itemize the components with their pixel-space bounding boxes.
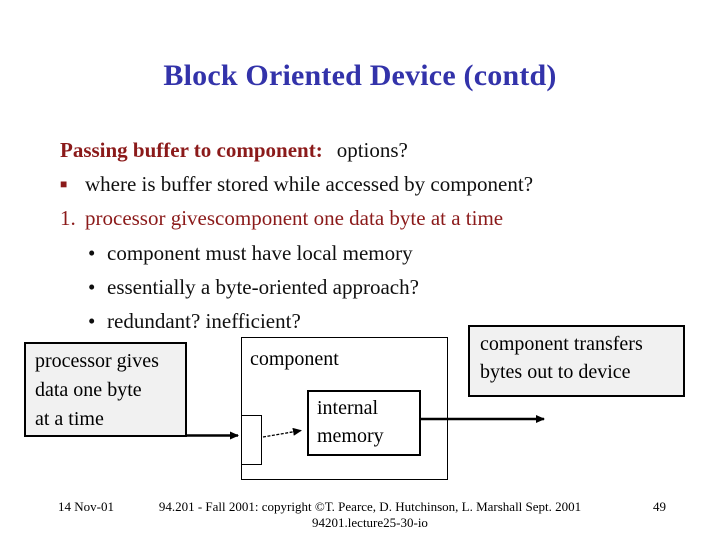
processor-box: processor gives data one byte at a time <box>24 342 187 437</box>
internal-memory-line: internal <box>317 397 379 419</box>
square-bullet-icon: ■ <box>60 177 68 192</box>
sub-bullet-line: • component must have local memory <box>88 236 710 270</box>
slide-title: Block Oriented Device (contd) <box>163 59 557 92</box>
transfer-box: component transfers bytes out to device <box>468 325 685 397</box>
internal-memory-line: memory <box>317 425 384 447</box>
heading-line: Passing buffer to component: options? <box>60 133 710 167</box>
component-box: component <box>241 337 448 480</box>
internal-memory-box: internal memory <box>307 390 421 456</box>
footer-page-number: 49 <box>653 499 666 514</box>
bullet-line-text: where is buffer stored while accessed by… <box>85 171 534 196</box>
transfer-box-line: component transfers <box>480 333 643 355</box>
component-box-label: component <box>250 348 339 370</box>
body-text-block: Passing buffer to component: options? ■ … <box>60 133 710 339</box>
sub-bullet-text: essentially a byte-oriented approach? <box>107 274 419 299</box>
component-port-rect <box>241 415 262 465</box>
round-bullet-icon: • <box>88 274 96 299</box>
sub-bullet-line: • essentially a byte-oriented approach? <box>88 270 710 304</box>
round-bullet-icon: • <box>88 240 96 265</box>
processor-box-line: at a time <box>35 408 104 430</box>
numbered-line-text: processor givescomponent one data byte a… <box>85 206 504 231</box>
numbered-line: 1. processor givescomponent one data byt… <box>60 202 710 236</box>
sub-bullet-line: • redundant? inefficient? <box>88 304 710 338</box>
footer-copyright-line2: 94201.lecture25-30-io <box>312 515 428 530</box>
heading-red-text: Passing buffer to component: <box>60 137 323 162</box>
footer-copyright: 94.201 - Fall 2001: copyright ©T. Pearce… <box>20 499 720 531</box>
footer-copyright-line1: 94.201 - Fall 2001: copyright ©T. Pearce… <box>158 499 582 514</box>
sub-bullet-text: redundant? inefficient? <box>107 309 301 334</box>
heading-options-text: options? <box>336 137 408 162</box>
bullet-line: ■ where is buffer stored while accessed … <box>60 167 710 201</box>
processor-box-line: data one byte <box>35 379 142 401</box>
transfer-box-line: bytes out to device <box>480 361 631 383</box>
list-number: 1. <box>60 206 76 231</box>
footer-date: 14 Nov-01 <box>58 499 114 514</box>
round-bullet-icon: • <box>88 309 96 334</box>
processor-box-line: processor gives <box>35 350 159 372</box>
sub-bullet-text: component must have local memory <box>107 240 413 265</box>
